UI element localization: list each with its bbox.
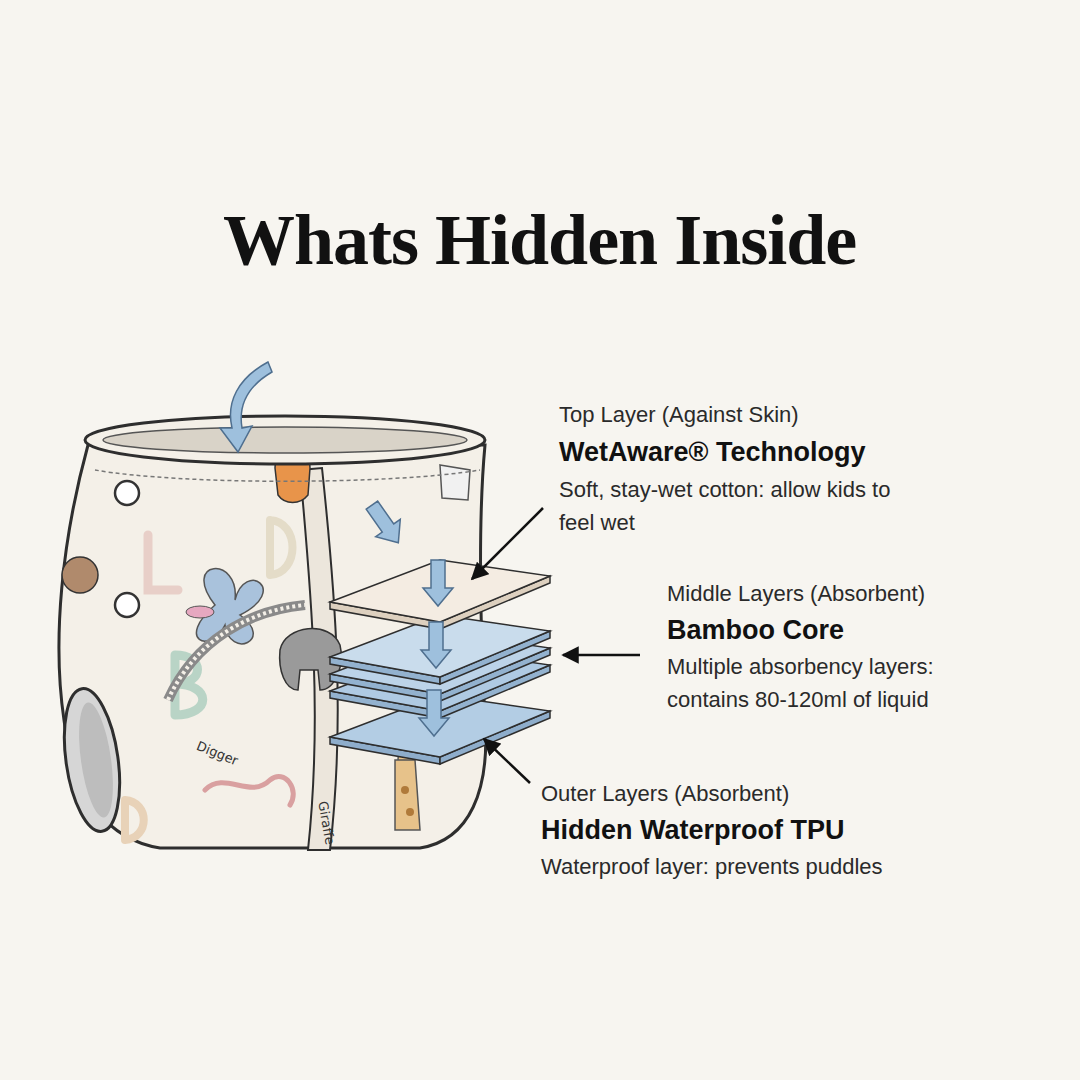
leg-opening [56,685,128,835]
layer-description: Multiple absorbency layers: contains 80-… [667,650,1002,716]
title: Whats Hidden Inside [223,204,856,276]
snap-button [115,481,139,505]
leader-line [563,654,640,657]
pattern-snake [205,777,293,805]
layer-heading: WetAware® Technology [559,436,865,469]
pattern-letter [148,535,178,590]
pattern-letter [125,800,144,840]
layer-name: Top Layer (Against Skin) [559,398,799,431]
layer-name: Outer Layers (Absorbent) [541,777,789,810]
layer-name: Middle Layers (Absorbent) [667,577,925,610]
flow-arrow [423,560,453,606]
layer-heading: Hidden Waterproof TPU [541,814,845,847]
layer-heading: Bamboo Core [667,614,844,647]
waistband-opening [103,427,467,453]
flow-arrow [419,690,449,736]
snap-button [115,593,139,617]
material-layer [330,615,550,684]
flow-arrow [421,622,451,668]
material-layer [330,560,550,629]
pattern-zebra [440,465,470,500]
layer-description: Soft, stay-wet cotton: allow kids to fee… [559,473,931,539]
layer-description: Waterproof layer: prevents puddles [541,850,1061,883]
leg-opening-inner [73,700,119,819]
pattern-giraffe-spot [401,786,409,794]
layer-top [330,615,550,677]
flow-arrows [220,362,453,736]
flow-arrow [220,362,272,452]
layer-top [330,560,550,622]
pattern-butterfly-body [186,606,214,618]
stitch-seam-zigzag [168,605,305,700]
waistband-rim [85,416,485,464]
pattern-giraffe-spot [406,808,414,816]
pattern-animal [62,557,98,593]
waistband-stitch [95,470,480,481]
leader-line [472,508,543,579]
pattern-letter [270,520,293,575]
flow-arrow [360,496,411,551]
stitch-seam [168,605,305,700]
layer-stack [330,560,550,764]
leader-line [484,739,530,783]
